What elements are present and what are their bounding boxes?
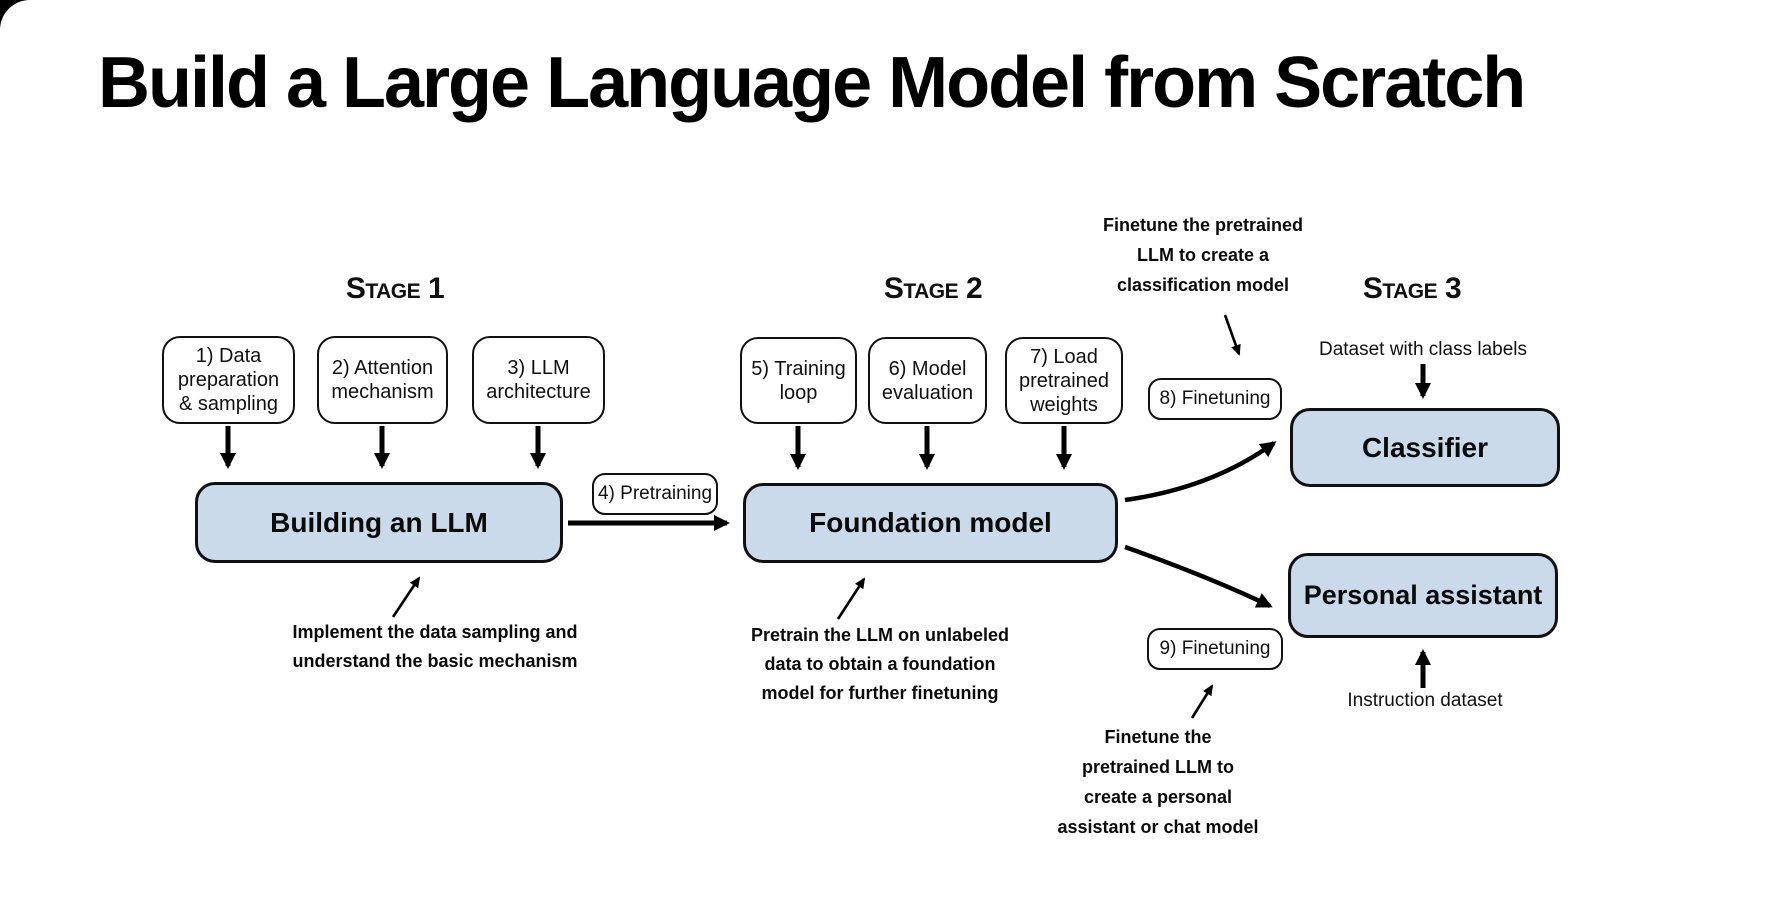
arrow-classification-note (1223, 314, 1241, 356)
personal-assistant-box: Personal assistant (1288, 553, 1558, 638)
stage-1-label: Stage 1 (345, 272, 445, 305)
stage-2-label: Stage 2 (883, 272, 983, 305)
arrow-foundation-to-assistant (1124, 544, 1273, 609)
slide-rounded-corner (0, 0, 90, 90)
assistant-annotation: Finetune the pretrained LLM to create a … (1057, 727, 1259, 837)
instruction-dataset-label: Instruction dataset (1347, 690, 1503, 711)
arrow-assistant-note (1190, 684, 1214, 719)
step-box-finetuning-9: 9) Finetuning (1147, 628, 1283, 670)
step-box-pretraining: 4) Pretraining (592, 473, 718, 515)
step-box-training-loop: 5) Training loop (740, 337, 857, 424)
classifier-box: Classifier (1290, 408, 1560, 487)
arrow-stage1-note (391, 576, 421, 618)
arrow-stage2-note (836, 577, 866, 620)
dataset-with-class-labels-label: Dataset with class labels (1318, 339, 1528, 360)
page-title: Build a Large Language Model from Scratc… (98, 43, 1526, 123)
step-box-attention-mechanism: 2) Attention mechanism (317, 336, 448, 424)
arrow-foundation-to-classifier (1124, 441, 1277, 503)
classification-annotation: Finetune the pretrained LLM to create a … (1102, 215, 1304, 295)
building-an-llm-box: Building an LLM (195, 482, 563, 563)
stage-3-label: Stage 3 (1362, 272, 1462, 305)
step-box-llm-architecture: 3) LLM architecture (472, 336, 605, 424)
stage1-annotation: Implement the data sampling and understa… (292, 622, 578, 671)
step-box-load-pretrained-weights: 7) Load pretrained weights (1005, 337, 1123, 424)
stage2-annotation: Pretrain the LLM on unlabeled data to ob… (750, 625, 1010, 703)
step-box-data-preparation: 1) Data preparation & sampling (162, 336, 295, 424)
foundation-model-box: Foundation model (743, 483, 1118, 563)
step-box-model-evaluation: 6) Model evaluation (868, 337, 987, 424)
step-box-finetuning-8: 8) Finetuning (1148, 378, 1282, 420)
